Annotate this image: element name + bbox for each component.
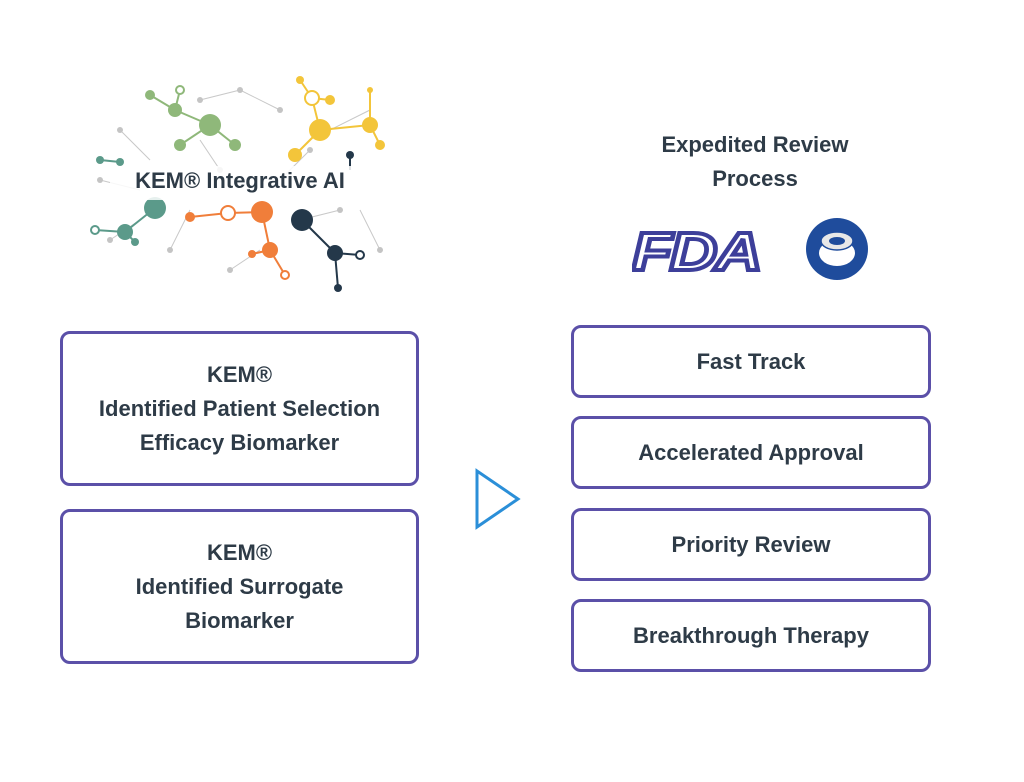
title-line: Expedited Review xyxy=(661,132,849,157)
box-line: KEM® xyxy=(206,361,273,387)
surrogate-biomarker-box: KEM® Identified Surrogate Biomarker xyxy=(60,509,419,664)
fda-logo: FDA xyxy=(632,224,762,276)
box-line: Efficacy Biomarker xyxy=(139,429,340,455)
box-label: Priority Review xyxy=(671,531,831,557)
box-line: KEM® xyxy=(206,539,273,565)
box-label: Accelerated Approval xyxy=(638,439,864,465)
box-label: Breakthrough Therapy xyxy=(633,622,869,648)
ema-logo xyxy=(806,218,868,280)
patient-selection-biomarker-box: KEM® Identified Patient Selection Effica… xyxy=(60,331,419,486)
network-graphic xyxy=(90,76,385,292)
arrow-right-icon xyxy=(475,468,521,530)
expedited-review-title: Expedited Review Process xyxy=(620,128,890,196)
network-title: KEM® Integrative AI xyxy=(135,168,345,193)
box-line: Identified Patient Selection xyxy=(98,395,381,421)
box-line: Biomarker xyxy=(185,607,294,633)
box-line: Identified Surrogate xyxy=(135,573,344,599)
box-label: Fast Track xyxy=(696,348,806,374)
priority-review-box: Priority Review xyxy=(571,508,931,581)
svg-text:FDA: FDA xyxy=(632,224,760,276)
title-line: Process xyxy=(712,166,798,191)
accelerated-approval-box: Accelerated Approval xyxy=(571,416,931,489)
breakthrough-therapy-box: Breakthrough Therapy xyxy=(571,599,931,672)
fast-track-box: Fast Track xyxy=(571,325,931,398)
